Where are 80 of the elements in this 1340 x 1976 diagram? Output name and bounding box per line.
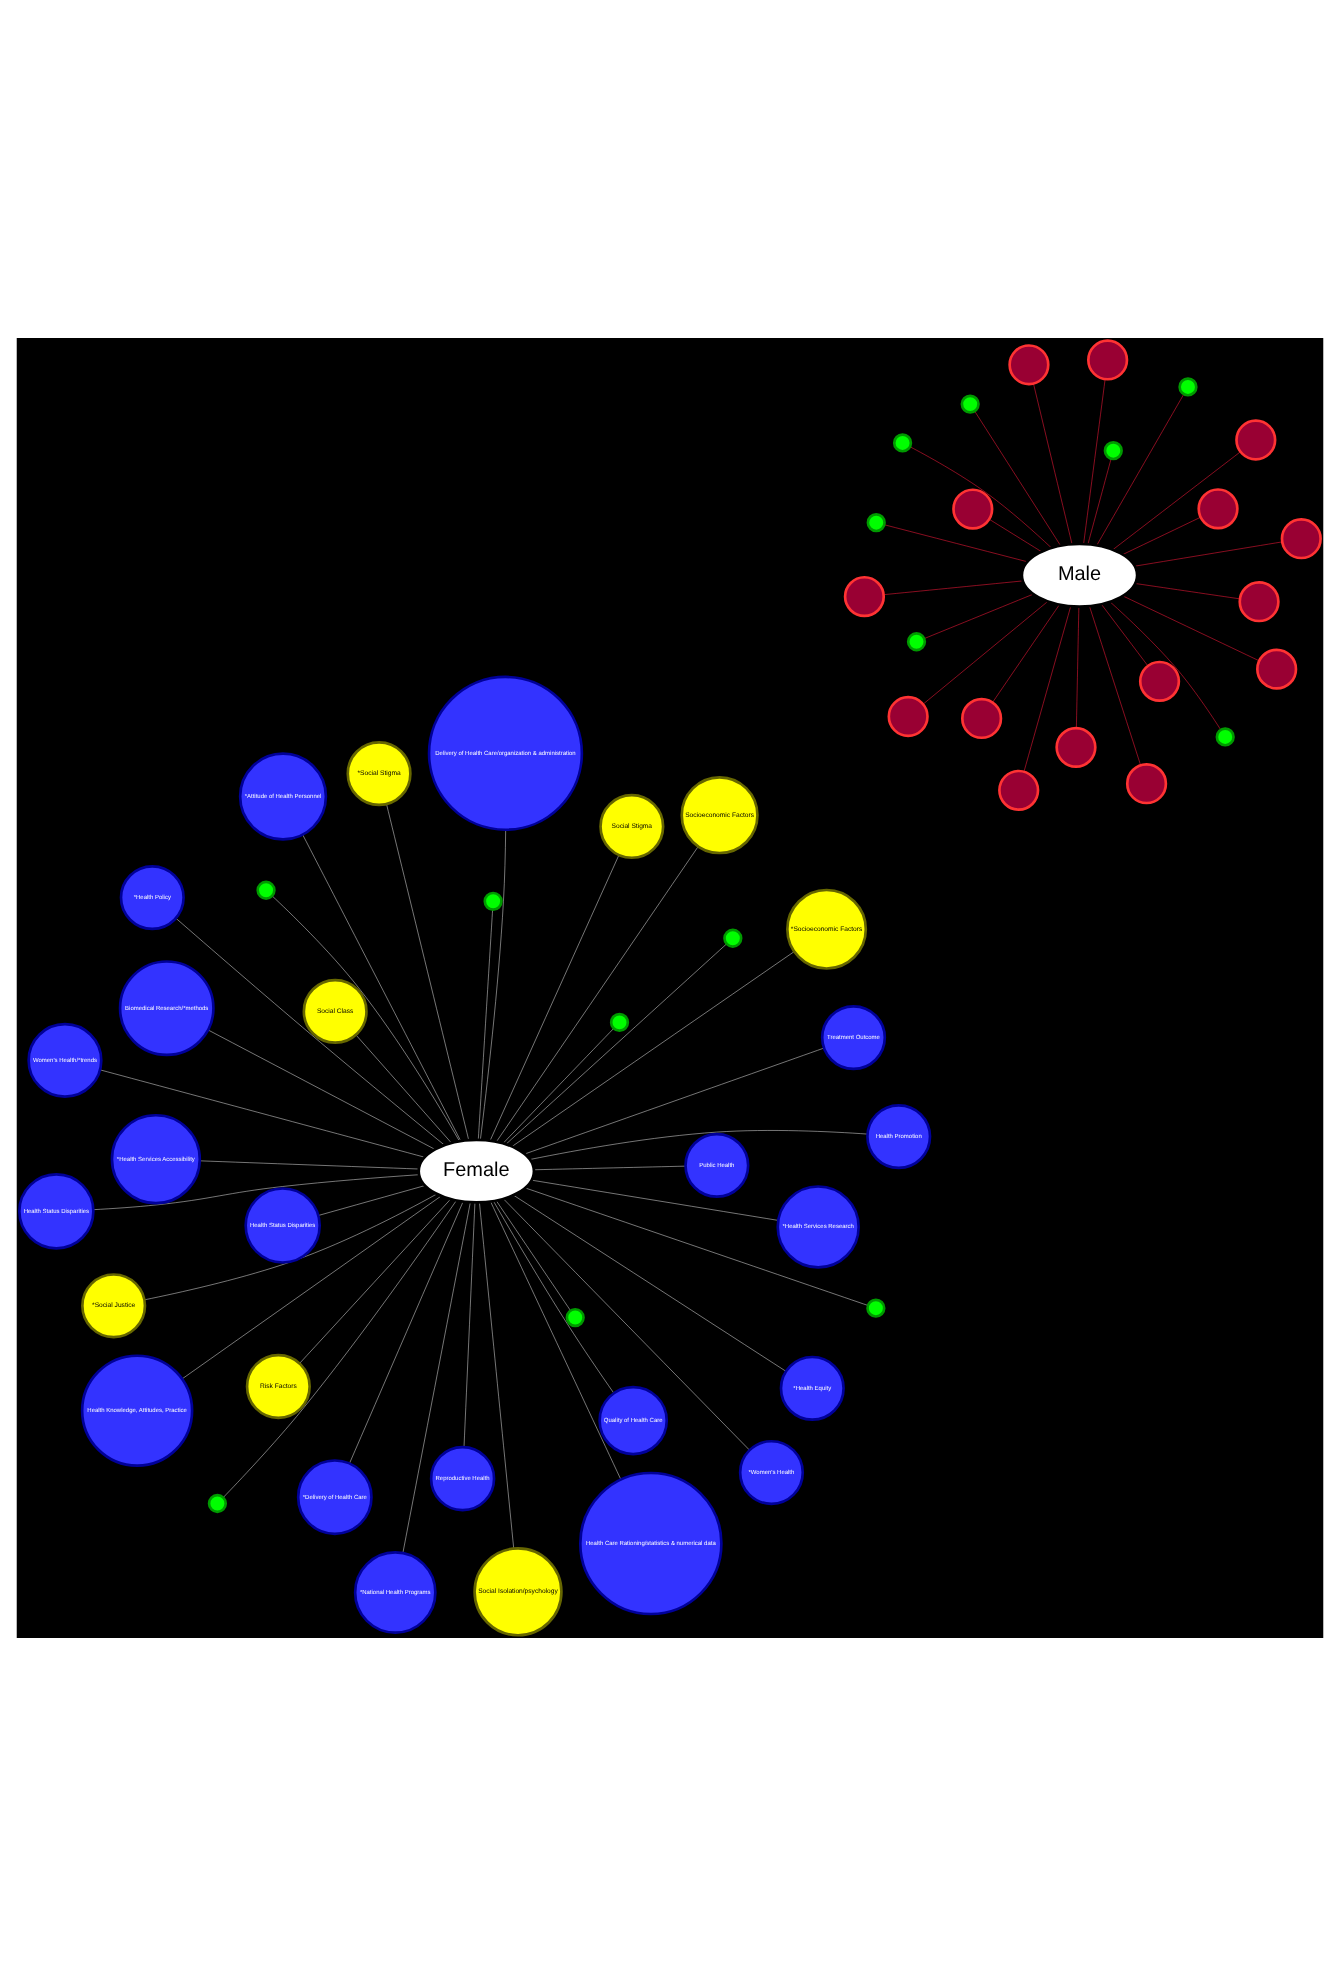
connector: [1023, 606, 1071, 772]
connector: [495, 1200, 571, 1311]
node-circle: [207, 1493, 228, 1514]
connector: [302, 834, 461, 1142]
node-circle: [609, 1012, 630, 1033]
connector: [1089, 606, 1141, 766]
node-circle: [1125, 763, 1168, 805]
node-circle: [1280, 518, 1322, 560]
connector: [496, 846, 699, 1142]
connector: [1076, 606, 1080, 729]
connector: [1033, 383, 1073, 545]
node-circle: [1103, 441, 1123, 461]
connector: [1101, 604, 1149, 667]
connector: [489, 854, 620, 1141]
node-circle: [906, 632, 927, 652]
node-circle: [866, 1298, 886, 1318]
connector: [529, 1130, 868, 1160]
node-circle: [952, 488, 994, 530]
node-ellipse: Female: [417, 1138, 536, 1204]
connector: [493, 1201, 615, 1394]
node-circle: [1235, 419, 1277, 461]
connector: [524, 1187, 869, 1306]
node-circle: [1055, 726, 1097, 768]
connector: [349, 1201, 464, 1464]
connector: [175, 918, 445, 1146]
node-circle: [483, 891, 503, 911]
connector: [513, 1194, 787, 1372]
connector: [99, 1069, 425, 1158]
node-circle: [1087, 339, 1129, 381]
connector: [355, 1034, 452, 1144]
node-circle: [1138, 660, 1181, 702]
connector: [272, 895, 460, 1142]
connector: [883, 580, 1023, 595]
connector: [1083, 378, 1106, 545]
connector: [1122, 516, 1201, 555]
connector: [502, 1028, 614, 1144]
connector: [144, 1193, 438, 1301]
connector: [1134, 541, 1283, 567]
connector: [511, 951, 795, 1147]
node-circle: [723, 928, 743, 948]
connector: [505, 943, 727, 1145]
node-circle: [1238, 581, 1280, 623]
connector: [922, 601, 1048, 705]
connector: [531, 1179, 779, 1221]
connector: [478, 909, 493, 1140]
connector: [1135, 583, 1241, 600]
connector: [1109, 601, 1221, 731]
node-circle: [892, 433, 913, 453]
connector: [533, 1165, 686, 1171]
connector: [1122, 595, 1260, 662]
node-circle: [960, 394, 980, 414]
connector: [1112, 451, 1241, 550]
node-circle: [1256, 648, 1298, 690]
node-circle: [887, 695, 929, 738]
node-circle: [1008, 344, 1050, 386]
connector: [909, 446, 1052, 549]
connector: [402, 1202, 471, 1554]
node-ellipse: Male: [1020, 542, 1139, 608]
connector: [318, 1185, 426, 1216]
node-circle: [843, 575, 886, 618]
node-circle: [998, 769, 1040, 811]
connector: [524, 1047, 825, 1155]
connector: [479, 1202, 514, 1549]
node-circle: [1215, 727, 1235, 747]
node-circle: [1178, 377, 1198, 397]
connector: [299, 1199, 451, 1364]
node-circle: [565, 1307, 585, 1328]
connector: [503, 1198, 750, 1451]
connector: [199, 1160, 420, 1170]
connector: [93, 1174, 420, 1210]
connector: [480, 829, 506, 1141]
connector: [207, 1029, 436, 1150]
node-circle: [866, 513, 886, 533]
node-circle: [256, 880, 276, 900]
node-circle: [1197, 488, 1239, 530]
connector: [182, 1195, 442, 1380]
connector: [989, 519, 1042, 552]
connector: [386, 803, 469, 1141]
connector: [992, 604, 1060, 703]
node-circle: [960, 697, 1003, 740]
